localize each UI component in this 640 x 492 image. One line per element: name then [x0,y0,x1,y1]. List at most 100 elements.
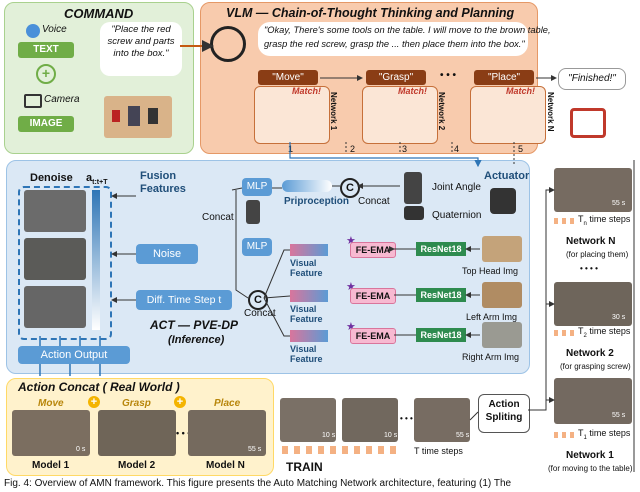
port-4: 4 [454,144,460,154]
match-1: Match! [292,86,321,96]
left-arm-label: Left Arm Img [466,312,518,322]
net-n-name: Network N [566,236,616,247]
model-n-time: 55 s [248,446,262,453]
net-n-steps: Tn time steps [578,214,630,227]
step-ellipsis: • • • [440,70,457,81]
robot-arm-icon-2 [404,172,422,204]
net-2-steps-t: T [578,326,584,336]
net-2-ticks [554,330,576,336]
right-img-2 [554,282,632,326]
visual-feature-3: Visual Feature [290,344,323,364]
mlp-box-2: MLP [242,238,272,256]
voice-label: Voice [42,24,67,35]
model-1-label: Model 1 [32,460,70,471]
network-2-box [362,86,438,144]
right-vdots: • • • • [580,264,598,273]
fusion-features: Fusion Features [140,170,186,195]
denoise-label: Denoise [30,172,73,184]
diff-time-box: Diff. Time Step t [136,290,232,310]
noise-box: Noise [136,244,198,264]
resnet-2: ResNet18 [416,288,466,302]
fe-ema-2: FE-EMA [350,288,396,304]
concat-dots: • • • [176,428,191,438]
train-img-1 [280,398,336,442]
action-spliting-box: Action Spliting [478,394,530,433]
net-1-name: Network 1 [566,450,614,461]
step-grasp: "Grasp" [366,70,426,85]
joint-angle-label: Joint Angle [432,182,481,193]
train-img-2 [342,398,398,442]
visual-feature-2: Visual Feature [290,304,323,324]
box-checkmark-icon [570,108,606,138]
mlp-box-1: MLP [242,178,272,196]
action-concat-title: Action Concat ( Real World ) [18,380,180,394]
model-1-img [12,410,90,456]
top-head-img [482,236,522,262]
train-dots: • • • [400,414,413,423]
port-3: 3 [402,144,408,154]
fe-ema-1: FE-EMA [350,242,396,258]
plus-icon: + [36,64,56,84]
figure-caption: Fig. 4: Overview of AMN framework. This … [4,478,512,489]
openai-icon [210,26,246,62]
camera-icon [24,94,42,108]
tools-photo [104,96,172,138]
concat-plus-icon-2: + [174,396,186,408]
visual-feature-1: Visual Feature [290,258,323,278]
denoise-image-1 [24,190,86,232]
act-title: ACT — PVE-DP [150,318,239,332]
net-2-name: Network 2 [566,348,614,359]
concat-plus-icon-1: + [88,396,100,408]
command-quote: "Place the red screw and parts into the … [100,22,182,76]
network-n-label: Network N [546,92,555,132]
train-time-3: 55 s [456,432,470,439]
match-3: Match! [506,86,535,96]
visual-gradient-3 [290,330,328,342]
concat-label-top: Concat [358,196,390,207]
train-timestep-ticks [282,446,402,454]
vlm-title: VLM — Chain-of-Thought Thinking and Plan… [226,6,515,20]
net-n-ticks [554,218,576,224]
quaternion-label: Quaternion [432,210,482,221]
priproception-label: Priproception [284,196,350,207]
network-1-label: Network 1 [329,92,338,131]
net-2-steps-sub: 2 [583,332,587,339]
a-symbol-sub: t:t+T [92,179,108,187]
image-label: IMAGE [18,116,74,132]
net-n-steps-sub: n [583,220,587,227]
star-icon-2: ★ [346,281,356,293]
denoise-image-2 [24,238,86,280]
match-2: Match! [398,86,427,96]
train-t-steps: T time steps [414,446,463,456]
a-symbol: at:t+T [86,172,107,186]
net-1-steps: T1 time steps [578,428,630,441]
port-1: 1 [288,144,294,154]
vlm-speech-line1: "Okay, There's some tools on the table. … [264,25,551,35]
train-img-3 [414,398,470,442]
net-1-steps-sub: 1 [583,434,587,441]
net-n-steps-suffix: time steps [586,214,631,224]
concat-step-place: Place [214,398,241,409]
voice-icon [26,24,40,38]
text-label: TEXT [18,42,74,58]
imu-icon [404,206,424,220]
action-output-box: Action Output [18,346,130,364]
net-1-ticks [554,432,576,438]
concat-step-move: Move [38,398,64,409]
right-time-2: 30 s [612,314,626,321]
denoise-bar [92,190,100,330]
vlm-speech-bubble [258,22,528,56]
step-place: "Place" [474,70,534,85]
finished-bubble: "Finished!" [558,68,626,90]
net-1-desc: (for moving to the table) [548,464,633,473]
network-n-box [470,86,546,144]
star-icon-3: ★ [346,321,356,333]
net-2-steps-suffix: time steps [586,326,631,336]
right-arm-img [482,322,522,348]
net-n-steps-t: T [578,214,584,224]
act-subtitle: (Inference) [168,334,225,346]
a-symbol-base: a [86,172,93,184]
fe-ema-3: FE-EMA [350,328,396,344]
model-1-time: 0 s [76,446,86,453]
concat-c-icon-1: C [340,178,360,198]
